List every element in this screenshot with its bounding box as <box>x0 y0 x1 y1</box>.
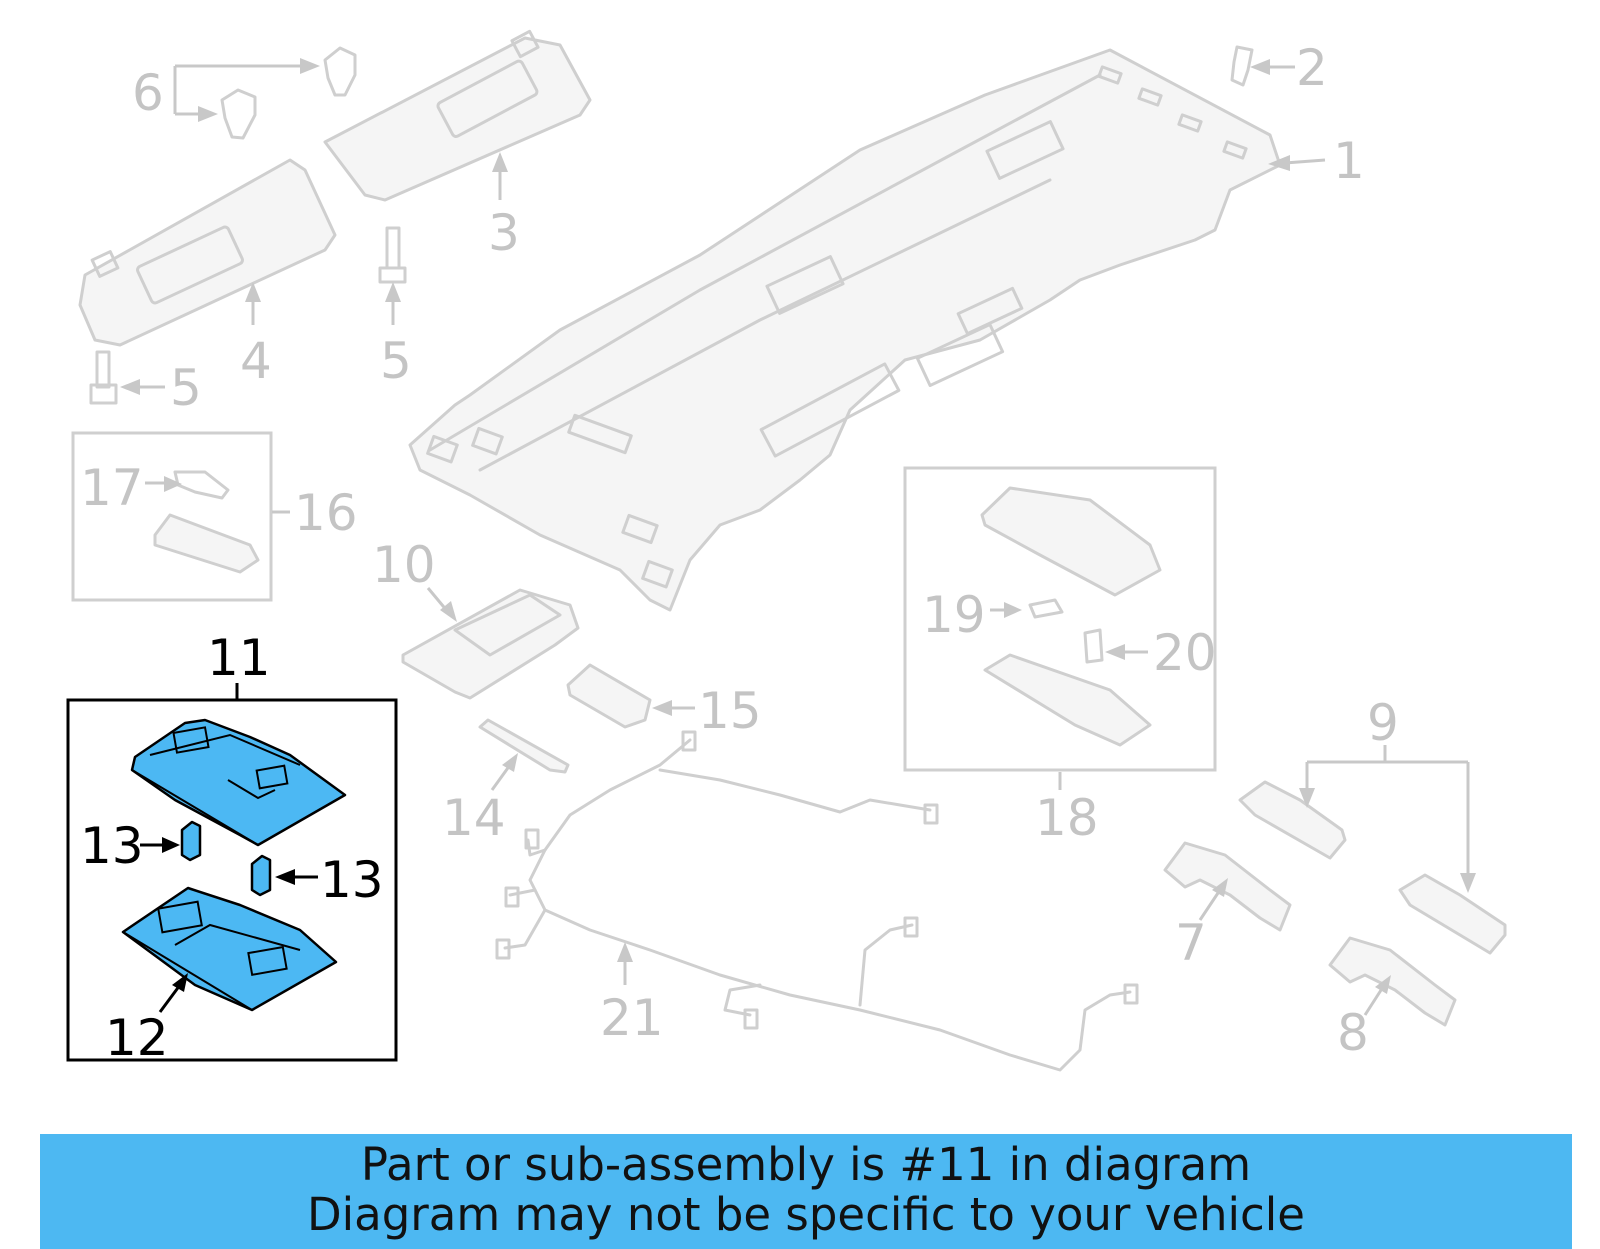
callout-5b-label: 5 <box>170 359 202 417</box>
grab-handle-part-7: 7 <box>1163 841 1292 972</box>
bulb-part-13a <box>180 820 202 862</box>
callout-8-label: 8 <box>1337 1004 1369 1062</box>
callout-10-label: 10 <box>372 536 436 594</box>
bulb-part-13b <box>250 854 272 897</box>
lens-part-15: 15 <box>566 663 762 740</box>
callout-21-label: 21 <box>600 989 664 1047</box>
wiring-harness-part-21: 21 <box>495 730 1139 1072</box>
banner-line-1: Part or sub-assembly is #11 in diagram <box>360 1138 1252 1191</box>
callout-11-label: 11 <box>207 629 271 687</box>
highlighted-assembly-11: 11 13 13 12 <box>66 629 398 1067</box>
callout-4-label: 4 <box>240 332 272 390</box>
bracket-part-9: 9 <box>1238 694 1507 955</box>
lamp-assembly-16: 17 16 <box>71 431 358 602</box>
callout-13b-label: 13 <box>320 851 384 909</box>
callout-1: 1 <box>1268 132 1365 190</box>
callout-18-label: 18 <box>1035 789 1099 847</box>
callout-17-label: 17 <box>80 459 144 517</box>
info-banner: Part or sub-assembly is #11 in diagram D… <box>40 1134 1572 1249</box>
headliner-part <box>408 48 1282 612</box>
callout-13a-label: 13 <box>80 817 144 875</box>
callout-9-label: 9 <box>1367 694 1399 752</box>
callout-20-label: 20 <box>1153 624 1217 682</box>
lamp-base-part-12 <box>121 886 338 1012</box>
callout-5a-label: 5 <box>380 332 412 390</box>
clip-part-2: 2 <box>1230 39 1328 97</box>
callout-15-label: 15 <box>698 682 762 740</box>
sun-visor-part-3: 3 <box>323 29 592 262</box>
lamp-cover-part-10: 10 <box>372 536 580 700</box>
callout-2-label: 2 <box>1296 39 1328 97</box>
callout-1-label: 1 <box>1333 132 1365 190</box>
callout-19-label: 19 <box>922 586 986 644</box>
clip-part-6: 6 <box>132 46 357 140</box>
lamp-assembly-18: 19 20 18 <box>903 466 1217 847</box>
callout-16-label: 16 <box>294 484 358 542</box>
callout-14-label: 14 <box>442 789 506 847</box>
banner-line-2: Diagram may not be specific to your vehi… <box>307 1188 1305 1241</box>
assembly-11-box <box>66 698 398 1062</box>
callout-12-label: 12 <box>105 1009 169 1067</box>
callout-3-label: 3 <box>488 204 520 262</box>
screw-part-5a: 5 <box>378 226 412 390</box>
screw-part-5b: 5 <box>89 350 202 417</box>
strip-part-14: 14 <box>442 718 570 847</box>
sun-visor-part-4: 4 <box>78 158 337 390</box>
callout-7-label: 7 <box>1175 914 1207 972</box>
grab-handle-part-8: 8 <box>1328 936 1457 1062</box>
callout-6-label: 6 <box>132 64 164 122</box>
